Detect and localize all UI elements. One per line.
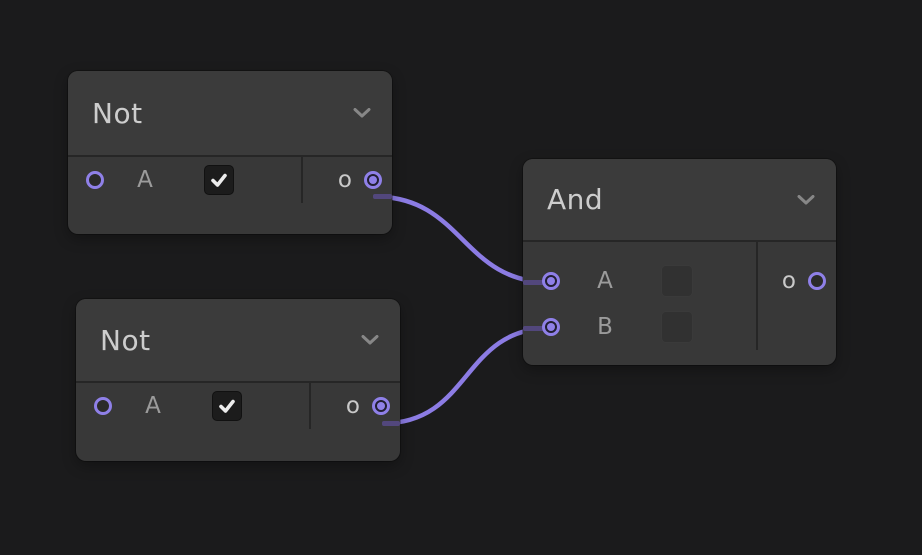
input-section: A (68, 157, 301, 203)
input-label: A (137, 167, 153, 193)
wire-stub (373, 194, 392, 199)
checkmark-icon (211, 173, 227, 187)
checkbox-input-a[interactable] (212, 391, 242, 421)
output-label: o (337, 167, 352, 193)
wire-stub (523, 280, 552, 285)
checkbox-input-b-disabled (661, 311, 693, 343)
node-body: A o (76, 383, 400, 429)
chevron-down-icon[interactable] (360, 334, 380, 346)
node-and-header[interactable]: And (523, 159, 836, 242)
output-section: o (309, 383, 400, 429)
wire-not2-to-and-b[interactable] (379, 325, 554, 426)
output-row-o: o (311, 383, 400, 429)
node-body: A o (68, 157, 392, 203)
input-section: A (76, 383, 309, 429)
node-not-2[interactable]: Not A o (76, 299, 400, 461)
node-body: A B o (523, 242, 836, 350)
output-row-o: o (303, 157, 392, 203)
output-row-o: o (758, 258, 836, 304)
output-port-o[interactable] (372, 397, 390, 415)
wire-not1-to-and-a[interactable] (371, 194, 554, 285)
node-not-1[interactable]: Not A o (68, 71, 392, 234)
node-and[interactable]: And A B o (523, 159, 836, 365)
input-port-a[interactable] (94, 397, 112, 415)
node-not-1-header[interactable]: Not (68, 71, 392, 157)
input-row-a: A (94, 383, 309, 429)
input-port-a[interactable] (542, 272, 560, 290)
output-section: o (301, 157, 392, 203)
node-not-2-header[interactable]: Not (76, 299, 400, 383)
checkbox-input-a-disabled (661, 265, 693, 297)
checkmark-icon (219, 399, 235, 413)
input-row-b: B (542, 304, 756, 350)
wire-stub (382, 421, 400, 426)
chevron-down-icon[interactable] (352, 107, 372, 119)
input-section: A B (523, 242, 756, 350)
output-label: o (345, 393, 360, 419)
checkbox-input-a[interactable] (204, 165, 234, 195)
input-label: A (597, 268, 613, 294)
wire-stub (523, 325, 552, 331)
input-port-a[interactable] (86, 171, 104, 189)
output-port-o[interactable] (364, 171, 382, 189)
chevron-down-icon[interactable] (796, 194, 816, 206)
input-label: B (597, 314, 613, 340)
input-row-a: A (542, 258, 756, 304)
input-port-b[interactable] (542, 318, 560, 336)
output-port-o[interactable] (808, 272, 826, 290)
node-title: Not (92, 96, 143, 130)
node-title: And (547, 183, 604, 216)
output-label: o (781, 268, 796, 294)
node-title: Not (100, 323, 151, 357)
output-section: o (756, 242, 836, 350)
input-row-a: A (86, 157, 301, 203)
input-label: A (145, 393, 161, 419)
